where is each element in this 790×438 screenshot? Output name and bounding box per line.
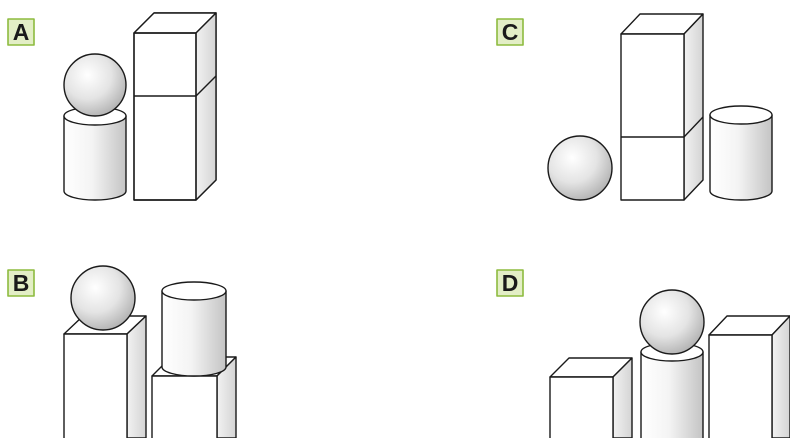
option-d-cube [549, 357, 633, 438]
option-d-cylinder [640, 342, 704, 438]
option-d-sphere [639, 289, 705, 355]
option-a-cylinder [63, 106, 127, 201]
option-b: B [7, 265, 237, 438]
option-d-tall-prism [708, 315, 790, 438]
option-a-label: A [7, 18, 35, 46]
option-d-letter: D [502, 270, 519, 296]
option-c-sphere [547, 135, 613, 201]
option-c-tall-cube-stack [620, 13, 704, 201]
option-d-label: D [496, 269, 524, 297]
option-b-cylinder [161, 281, 227, 377]
option-a-sphere [63, 53, 127, 117]
option-a-tall-cube-stack [133, 12, 217, 201]
option-a-letter: A [13, 19, 30, 45]
option-c-label: C [496, 18, 524, 46]
option-b-label: B [7, 269, 35, 297]
option-d: D [496, 269, 790, 438]
option-b-sphere [70, 265, 136, 331]
option-b-tall-prism [63, 315, 147, 438]
option-a: A [7, 12, 217, 201]
option-c-letter: C [502, 19, 519, 45]
option-c: C [496, 13, 773, 201]
option-c-cylinder [709, 105, 773, 201]
option-b-letter: B [13, 270, 30, 296]
